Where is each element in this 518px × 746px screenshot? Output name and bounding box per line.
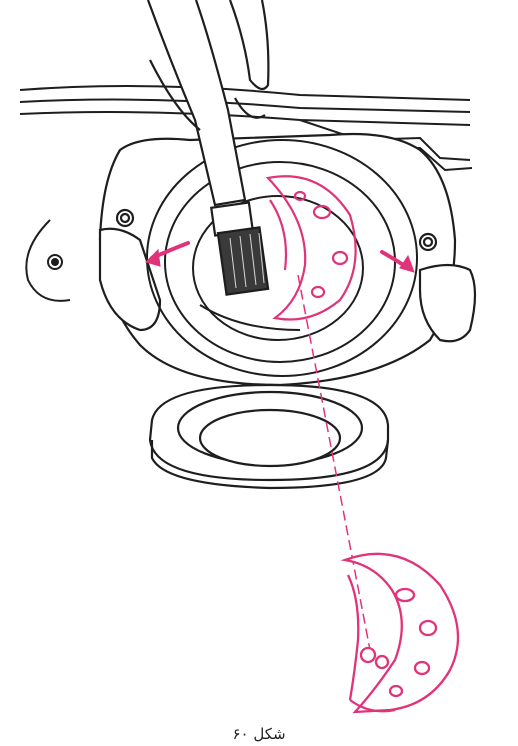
- figure-caption: شكل ۶۰: [0, 722, 518, 746]
- race-cover-ring: [150, 385, 388, 488]
- left-knob: [26, 220, 70, 301]
- sewing-machine-hook-diagram: [0, 0, 518, 720]
- rotary-hook-detached: [345, 554, 458, 712]
